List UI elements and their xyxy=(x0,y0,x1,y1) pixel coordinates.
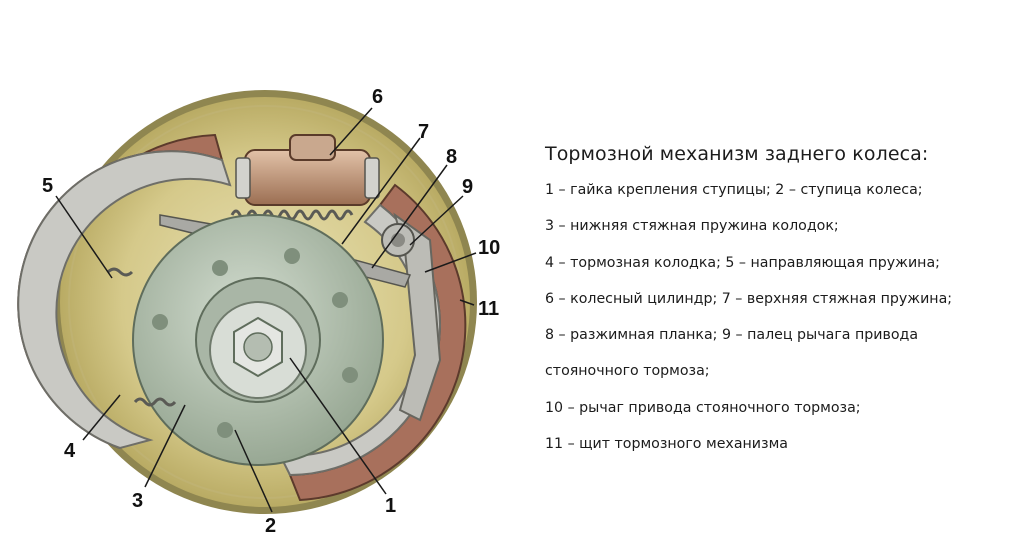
legend-line: 10 – рычаг привода стояночного тормоза; xyxy=(545,399,861,416)
callout-6: 6 xyxy=(372,86,383,108)
hub-bolt-hole xyxy=(342,367,358,383)
parking-brake-lever xyxy=(393,212,442,422)
callout-4: 4 xyxy=(64,440,76,462)
leader-lines xyxy=(55,107,477,513)
callout-2: 2 xyxy=(265,515,276,537)
hub-bolt-hole xyxy=(217,422,233,438)
wheel-cylinder xyxy=(235,134,380,206)
legend-title: Тормозной механизм заднего колеса: xyxy=(545,143,929,165)
lower-return-spring xyxy=(133,397,177,407)
callout-10: 10 xyxy=(478,237,500,259)
brake-mechanism-illustration: 1 2 3 4 5 6 7 8 9 10 11 xyxy=(17,86,500,537)
hub-bolt-hole xyxy=(212,260,228,276)
lever-pin xyxy=(381,223,415,257)
callout-3: 3 xyxy=(132,490,143,512)
hub-bolt-hole xyxy=(284,248,300,264)
legend-line: 1 – гайка крепления ступицы; 2 – ступица… xyxy=(545,182,923,198)
legend-line: 8 – разжимная планка; 9 – палец рычага п… xyxy=(545,327,919,344)
legend-line: 4 – тормозная колодка; 5 – направляющая … xyxy=(545,254,940,271)
callout-1: 1 xyxy=(385,495,396,517)
legend-line: стояночного тормоза; xyxy=(545,363,710,380)
hub-nut xyxy=(233,316,283,378)
callout-9: 9 xyxy=(462,176,473,198)
brake-shoe-left xyxy=(17,133,232,450)
legend-line: 6 – колесный цилиндр; 7 – верхняя стяжна… xyxy=(545,290,953,307)
hub-bolt-hole xyxy=(332,292,348,308)
callout-11: 11 xyxy=(478,298,499,320)
legend-line: 3 – нижняя стяжная пружина колодок; xyxy=(545,218,839,235)
hub-bolt-hole xyxy=(152,314,168,330)
callout-5: 5 xyxy=(42,175,53,197)
callout-7: 7 xyxy=(418,121,429,143)
guide-spring xyxy=(106,267,134,277)
callout-8: 8 xyxy=(446,146,457,168)
legend-line: 11 – щит тормозного механизма xyxy=(545,436,788,453)
legend: Тормозной механизм заднего колеса: 1 – г… xyxy=(545,143,1015,471)
